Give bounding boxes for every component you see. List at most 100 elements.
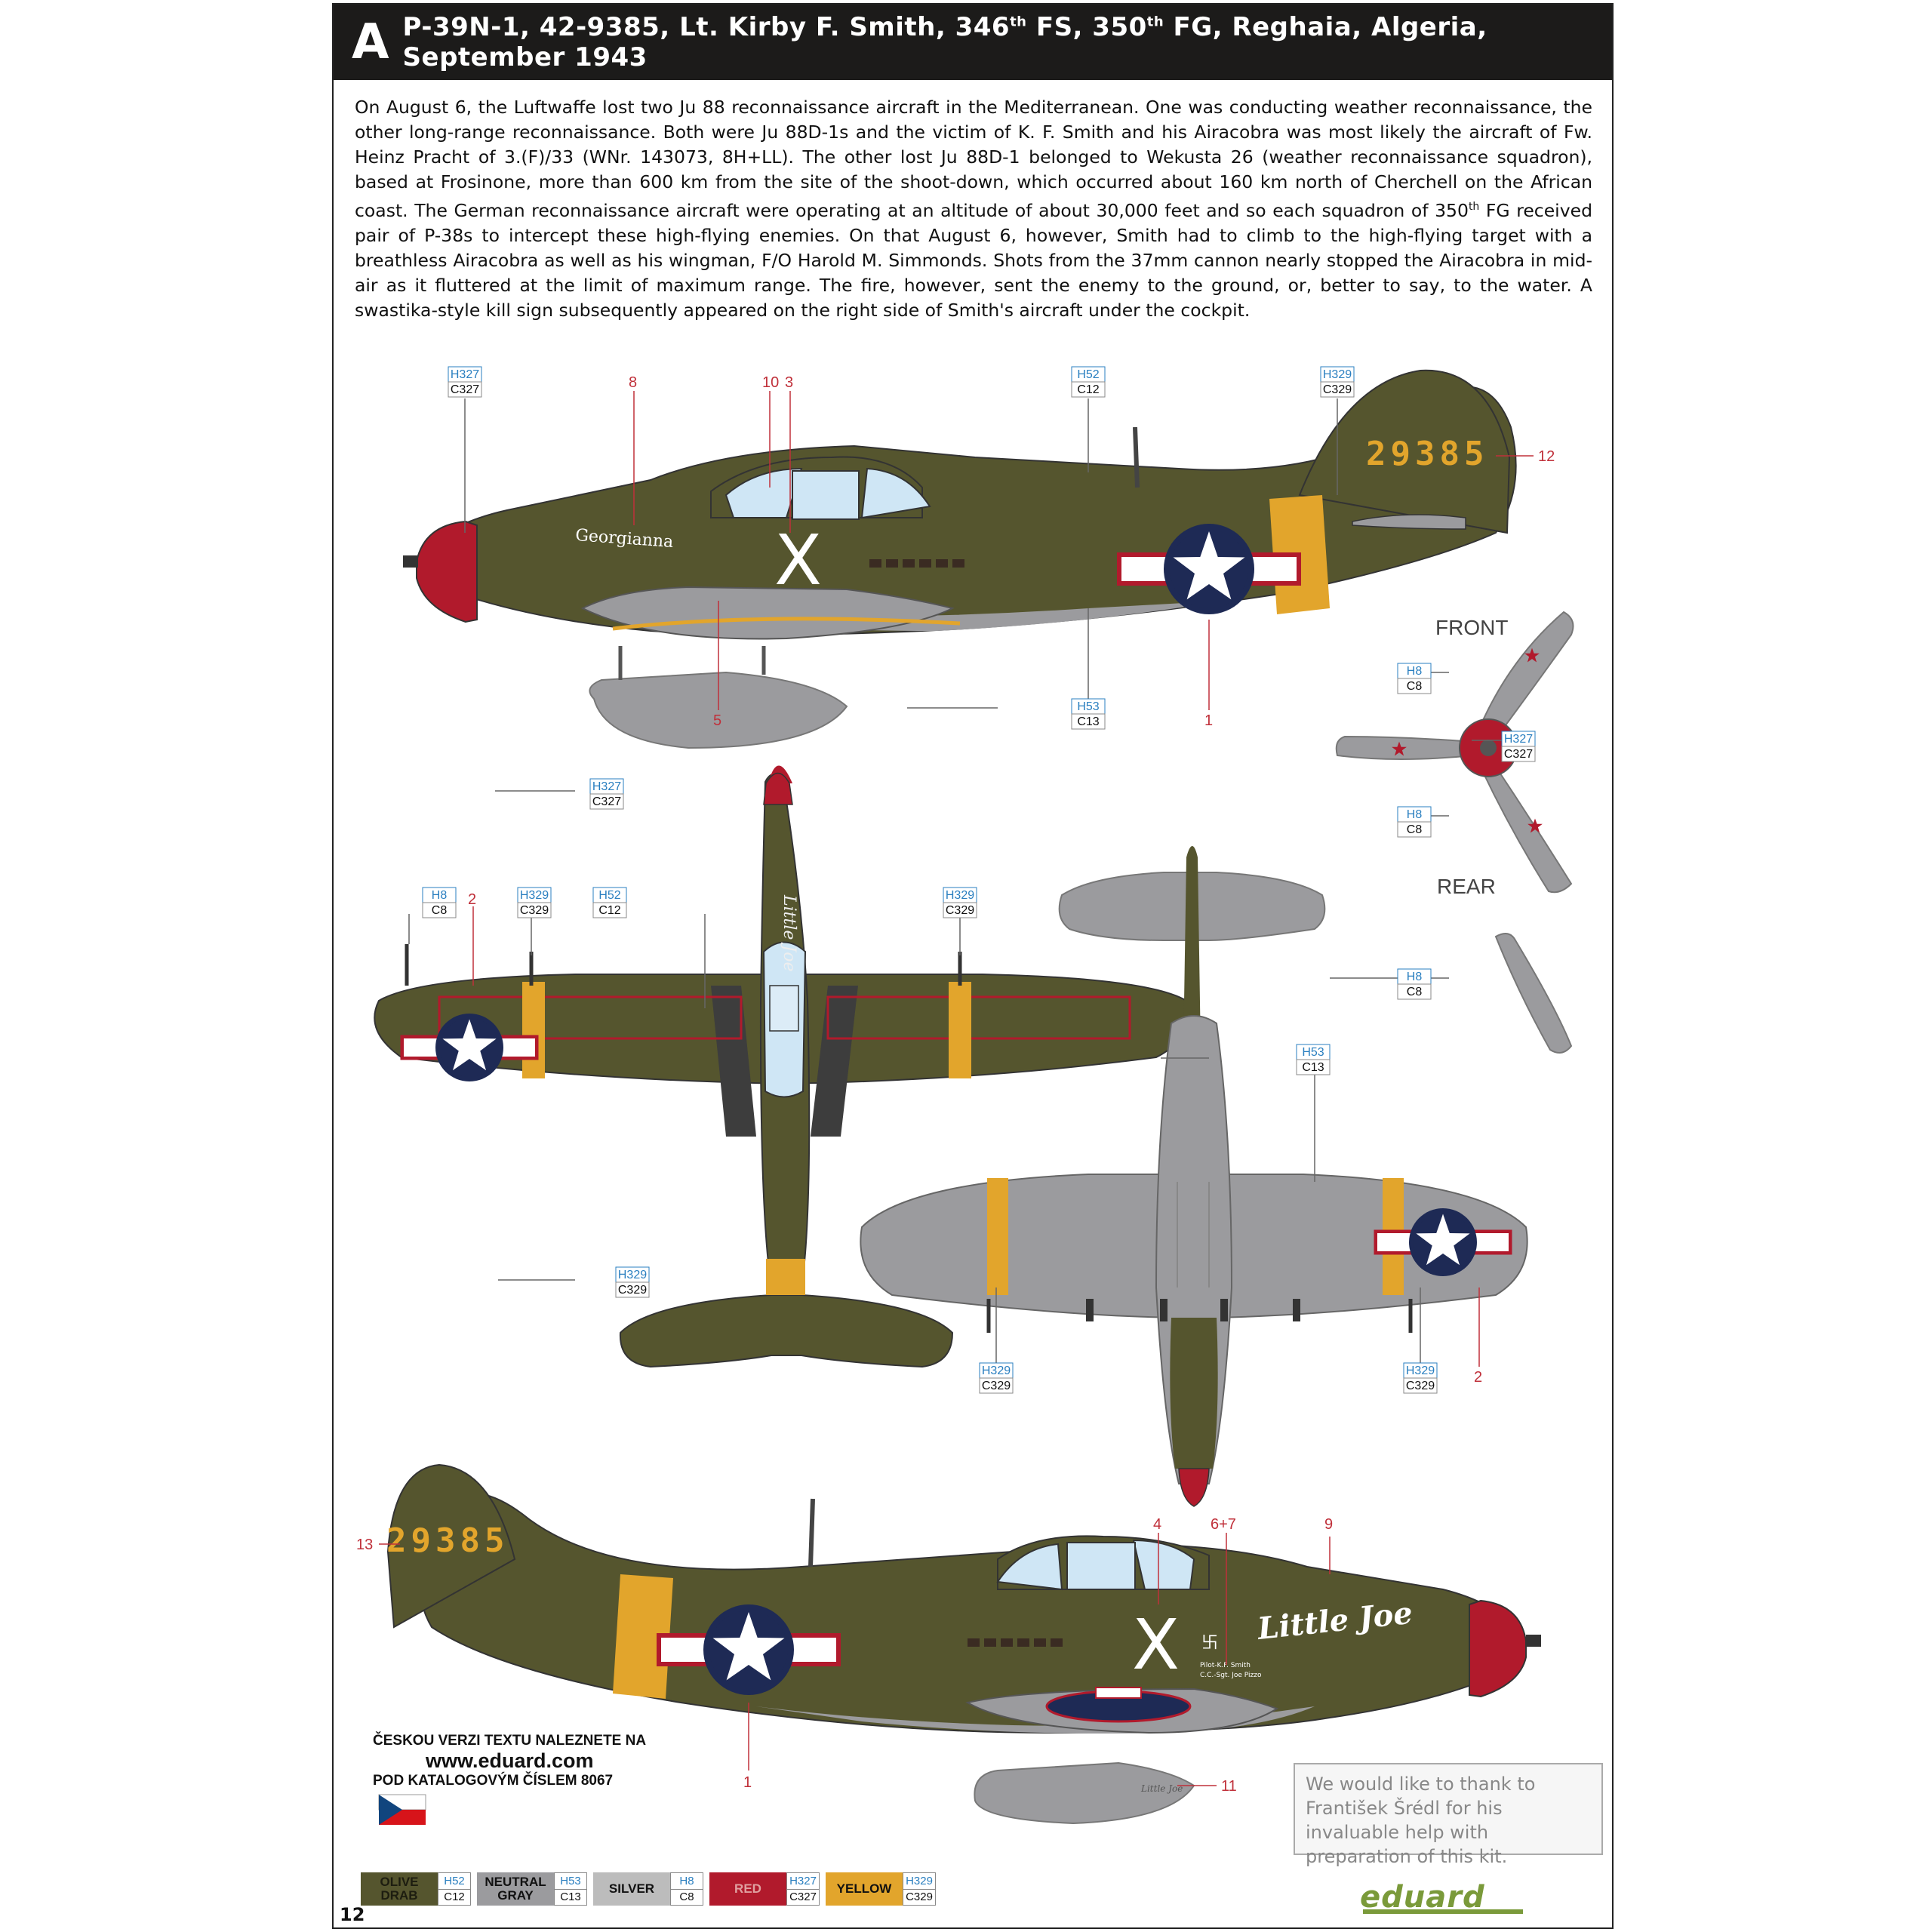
svg-text:C329: C329	[520, 904, 549, 917]
svg-text:H329: H329	[520, 889, 549, 902]
svg-text:C8: C8	[1407, 986, 1423, 998]
website-link[interactable]: www.eduard.com	[426, 1749, 594, 1772]
front-label: FRONT	[1435, 616, 1508, 639]
code-box-yellow-bottom-l: H329 C329	[979, 1362, 1014, 1394]
svg-text:H329: H329	[982, 1364, 1011, 1377]
svg-text:C13: C13	[1302, 1061, 1324, 1074]
svg-text:H327: H327	[451, 368, 479, 381]
logo-underline	[1363, 1909, 1523, 1914]
callout-4: 4	[1153, 1516, 1161, 1533]
code-box-yellow-bottom-r: H329 C329	[1403, 1362, 1438, 1394]
code-box-yellow-top-l: H329 C329	[517, 887, 552, 918]
eduard-logo: eduard	[1360, 1880, 1485, 1915]
page-number: 12	[340, 1904, 365, 1925]
pilot-stencil-1: Pilot-K.F. Smith	[1200, 1662, 1251, 1669]
propeller-front-view: FRONT	[1335, 611, 1574, 894]
svg-text:C327: C327	[592, 795, 621, 808]
code-box-spinner-side: H327 C327	[448, 366, 482, 398]
profile-title: P-39N-1, 42-9385, Lt. Kirby F. Smith, 34…	[402, 12, 1487, 72]
page-header: A P-39N-1, 42-9385, Lt. Kirby F. Smith, …	[334, 5, 1612, 80]
tank-name: Little Joe	[1140, 1783, 1183, 1794]
svg-text:C12: C12	[598, 904, 620, 917]
thanks-box: We would like to thank to František Šréd…	[1294, 1763, 1603, 1867]
propeller-rear-view: REAR	[1437, 875, 1573, 1054]
code-box-gun-top: H8 C8	[422, 887, 457, 918]
left-side-serial: 29385	[1366, 435, 1488, 473]
callout-3: 3	[785, 374, 793, 391]
callout-6-7: 6+7	[1211, 1516, 1236, 1533]
svg-text:C329: C329	[982, 1380, 1011, 1392]
svg-text:C8: C8	[432, 904, 448, 917]
code-box-prop-2: H8 C8	[1397, 806, 1432, 838]
callout-numbers: 8 10 3 1 5 12 2 2 13 4 6+7 9 1 11	[356, 374, 1555, 1795]
right-side-serial: 29385	[386, 1521, 509, 1560]
instruction-page: A P-39N-1, 42-9385, Lt. Kirby F. Smith, …	[332, 3, 1614, 1929]
pilot-stencil-2: C.C.-Sgt. Joe Pizzo	[1200, 1672, 1262, 1679]
top-view-name: Little Joe	[780, 894, 798, 971]
kill-marking: 卐	[1201, 1634, 1218, 1653]
profile-letter: A	[352, 14, 389, 70]
svg-text:C8: C8	[1407, 680, 1423, 693]
callout-12: 12	[1538, 448, 1555, 465]
svg-text:H329: H329	[1323, 368, 1352, 381]
svg-text:H53: H53	[1077, 700, 1099, 713]
svg-text:H329: H329	[946, 889, 974, 902]
code-box-yellow-tail: H329 C329	[615, 1266, 650, 1298]
callout-2-top: 2	[468, 891, 476, 908]
left-side-profile: X Georgianna 29385	[403, 369, 1517, 749]
callout-11: 11	[1221, 1778, 1237, 1795]
callout-2-bottom: 2	[1474, 1369, 1482, 1386]
svg-text:H329: H329	[618, 1269, 647, 1281]
bottom-view	[860, 846, 1528, 1507]
callout-9: 9	[1324, 1516, 1333, 1533]
code-box-yellow-side: H329 C329	[1320, 366, 1355, 398]
rear-label: REAR	[1437, 875, 1496, 898]
svg-text:H52: H52	[598, 889, 620, 902]
svg-text:H329: H329	[1406, 1364, 1435, 1377]
svg-text:H52: H52	[1077, 368, 1099, 381]
code-box-prop-1: H8 C8	[1397, 663, 1432, 694]
svg-text:H327: H327	[1504, 733, 1533, 746]
code-box-yellow-top-r: H329 C329	[943, 887, 977, 918]
svg-text:C329: C329	[618, 1284, 647, 1297]
top-view: Little Joe	[374, 765, 1189, 1368]
code-box-olive-side: H52 C12	[1071, 366, 1106, 398]
svg-text:C329: C329	[946, 904, 974, 917]
callout-13: 13	[356, 1537, 373, 1553]
callout-lines	[379, 391, 1534, 1786]
czech-version-note: ČESKOU VERZI TEXTU NALEZNETE NA www.edua…	[373, 1733, 690, 1789]
code-box-olive-top: H52 C12	[592, 887, 627, 918]
svg-text:C13: C13	[1077, 715, 1099, 728]
svg-text:H8: H8	[432, 889, 448, 902]
svg-text:H53: H53	[1302, 1046, 1324, 1059]
right-side-letter: X	[1132, 1604, 1180, 1685]
code-box-gray-bottom: H53 C13	[1296, 1044, 1331, 1075]
callout-1-top: 1	[1204, 712, 1213, 729]
color-code-boxes: H327 C327 H52 C12 H329 C329 H53 C13 H8 C…	[422, 366, 1536, 1394]
code-box-spinner-top: H327 C327	[589, 778, 624, 810]
history-text: On August 6, the Luftwaffe lost two Ju 8…	[355, 97, 1592, 321]
code-box-prop-rear: H8 C8	[1397, 968, 1432, 1000]
svg-text:C329: C329	[1406, 1380, 1435, 1392]
svg-text:H8: H8	[1407, 665, 1423, 678]
code-box-prop-hub: H327 C327	[1501, 731, 1536, 762]
aircraft-drawings: X Georgianna 29385 FRONT REAR	[356, 366, 1574, 1825]
callout-1-bottom: 1	[743, 1774, 752, 1791]
callout-8: 8	[629, 374, 637, 391]
right-side-profile: Little Joe	[386, 1463, 1541, 1825]
left-side-letter: X	[774, 520, 822, 601]
svg-text:H327: H327	[592, 780, 621, 793]
svg-text:C8: C8	[1407, 823, 1423, 836]
code-box-gray-side: H53 C13	[1071, 698, 1106, 730]
callout-10: 10	[762, 374, 779, 391]
czech-flag-icon	[378, 1794, 426, 1825]
svg-text:H8: H8	[1407, 808, 1423, 821]
svg-text:C327: C327	[1504, 748, 1533, 761]
svg-text:C12: C12	[1077, 383, 1099, 396]
